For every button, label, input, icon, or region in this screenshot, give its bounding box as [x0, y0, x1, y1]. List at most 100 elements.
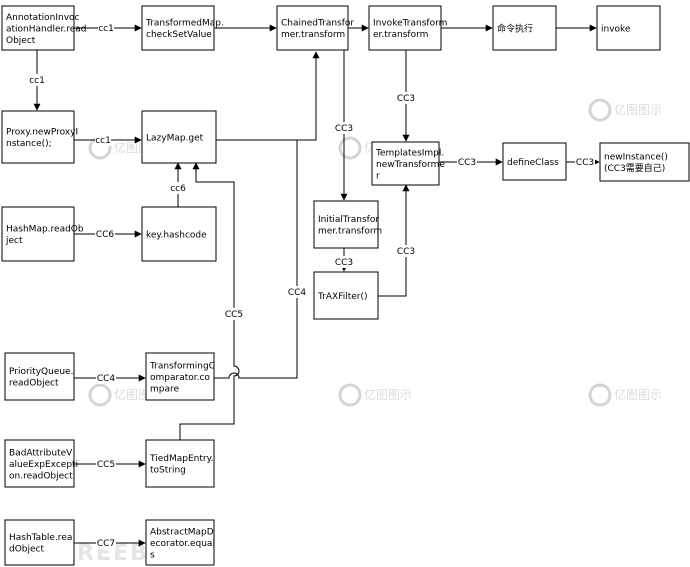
node-label-line: mpare	[150, 384, 179, 394]
node-label-line: (CC3需要自己)	[604, 162, 665, 174]
watermark-logo: 亿图图示	[338, 383, 412, 407]
node-label-line: r	[376, 171, 380, 181]
node-key-hashcode: key.hashcode	[141, 206, 217, 262]
node-priorityqueue-readobject: PriorityQueue. readObject	[4, 352, 75, 401]
svg-text:亿图图示: 亿图图示	[614, 387, 662, 402]
edge-label: cc6	[170, 182, 186, 194]
node-label-line: HashTable.rea	[9, 533, 72, 543]
node-hashmap-readobject: HashMap.readObject	[1, 206, 84, 262]
node-label-line: InitialTransfor	[318, 215, 379, 225]
edge-label: CC6	[95, 228, 115, 240]
svg-text:CC5: CC5	[97, 460, 115, 470]
node-label-line: ject	[5, 236, 23, 246]
node-label-line: s	[150, 550, 155, 560]
edge-trax-to-templates	[378, 184, 410, 297]
edge-label: cc1	[98, 22, 114, 34]
node-label-line: TiedMapEntry.	[149, 454, 214, 464]
node-label-line: PriorityQueue.	[9, 367, 73, 377]
node-label-line: TemplatesImpl.	[375, 148, 444, 158]
node-label-line: on.readObject	[9, 471, 73, 481]
edge-label: CC3	[334, 256, 354, 268]
node-label-line: ChainedTransfor	[281, 19, 354, 29]
edge-labels: cc1 cc1 cc1 cc6 CC6 CC3 CC3 CC3 CC3 CC3 …	[29, 22, 595, 549]
node-label-line: newTransforme	[376, 160, 445, 170]
node-label-line: HashMap.readOb	[6, 225, 84, 235]
edge-label: CC4	[96, 372, 116, 384]
edge-label: cc1	[95, 134, 111, 146]
node-defineclass: defineClass	[502, 142, 567, 181]
node-label-line: TrAXFilter()	[317, 292, 368, 302]
node-lazymap-get: LazyMap.get	[141, 110, 217, 164]
edge-label: cc1	[29, 74, 45, 86]
node-label-line: alueExpExcepti	[9, 460, 78, 470]
svg-text:CC3: CC3	[335, 124, 353, 134]
node-initialtransformer-transform: InitialTransfor mer.transform	[313, 200, 382, 249]
node-label-line: TransformedMap.	[145, 19, 224, 29]
watermark-layer: 亿图图示 亿图图示 亿图图示 亿图图示 亿图图示 亿图图示 FREEBUF	[60, 98, 662, 566]
svg-text:cc6: cc6	[170, 184, 186, 194]
edge-comparator-to-chained	[214, 140, 298, 379]
node-label-line: mer.transform	[318, 227, 382, 237]
svg-text:亿图图示: 亿图图示	[364, 387, 412, 402]
node-label-line: dObject	[9, 545, 44, 555]
node-label-line: nstance();	[6, 139, 52, 149]
node-tiedmapentry-tostring: TiedMapEntry.toString	[145, 439, 215, 488]
node-label-line: omparator.co	[150, 373, 210, 383]
edge-label: CC3	[457, 156, 477, 168]
watermark-logo: 亿图图示	[588, 383, 662, 407]
node-invoke: invoke	[596, 5, 661, 51]
edge-label: CC3	[396, 92, 416, 104]
node-command-execute: 命令执行	[492, 5, 557, 51]
node-label-line: key.hashcode	[146, 230, 207, 240]
node-newinstance: newInstance()(CC3需要自己)	[599, 142, 690, 182]
svg-text:cc1: cc1	[98, 24, 114, 34]
svg-text:亿图图示: 亿图图示	[614, 102, 662, 117]
node-label-line: er.transform	[373, 30, 428, 40]
node-label-line: defineClass	[507, 158, 559, 168]
node-transformedmap-checksetvalue: TransformedMap.checkSetValue	[141, 5, 224, 51]
edge-lazymap-to-chained	[216, 51, 320, 141]
edge-label: CC7	[96, 537, 116, 549]
node-label-line: LazyMap.get	[146, 133, 204, 143]
node-label-line: readObject	[9, 379, 59, 389]
svg-text:CC3: CC3	[335, 258, 353, 268]
watermark-logo: 亿图图示	[588, 98, 662, 122]
svg-text:cc1: cc1	[29, 76, 45, 86]
edge-label: CC4	[287, 286, 307, 298]
edge-label: CC3	[334, 122, 354, 134]
node-label-line: checkSetValue	[146, 30, 212, 40]
node-label-line: AbstractMapD	[150, 527, 214, 537]
node-label-line: 命令执行	[497, 22, 533, 34]
node-label-line: newInstance()	[604, 153, 668, 163]
node-traxfilter: TrAXFilter()	[313, 271, 379, 320]
node-hashtable-readobject: HashTable.rea dObject	[4, 519, 75, 566]
node-label-line: InvokeTransform	[373, 19, 447, 29]
svg-text:CC3: CC3	[397, 94, 415, 104]
svg-text:CC7: CC7	[97, 539, 115, 549]
svg-text:CC4: CC4	[97, 374, 116, 384]
edge-label: CC5	[224, 308, 244, 320]
node-label-line: TransformingC	[149, 361, 215, 371]
node-label-line: Proxy.newProxyI	[6, 128, 78, 138]
svg-text:CC3: CC3	[397, 247, 415, 257]
node-label-line: BadAttributeV	[9, 448, 73, 458]
node-label-line: AnnotationInvoc	[6, 13, 80, 23]
svg-text:CC4: CC4	[288, 288, 307, 298]
node-label-line: mer.transform	[281, 30, 345, 40]
svg-text:CC3: CC3	[458, 158, 476, 168]
svg-text:CC3: CC3	[576, 158, 594, 168]
edge-label: CC5	[96, 458, 116, 470]
edge-label: CC3	[575, 156, 595, 168]
svg-text:CC5: CC5	[225, 310, 243, 320]
edge-label: CC3	[396, 245, 416, 257]
